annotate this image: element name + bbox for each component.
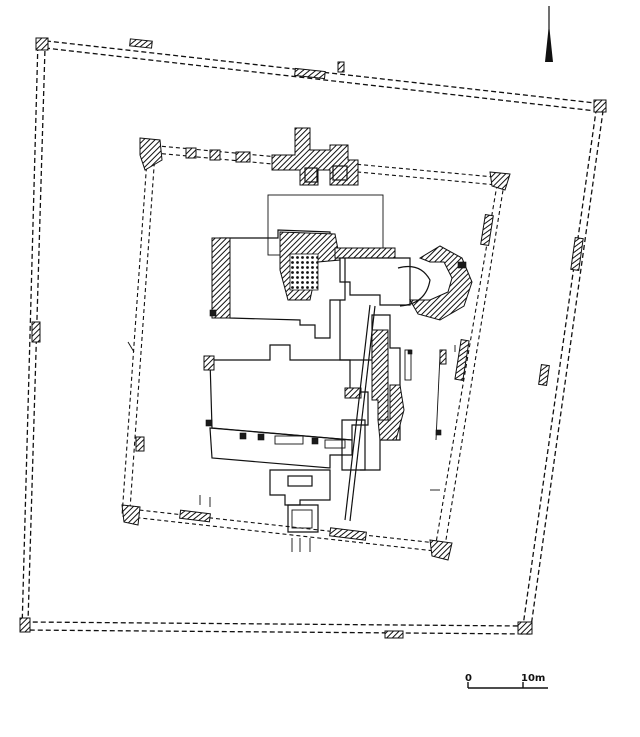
east-side-structures [404, 345, 456, 491]
scale-end-label: 10m [521, 673, 545, 684]
north-arrow-icon [545, 6, 553, 62]
south-gate-structure [269, 469, 331, 552]
inner-enclosure-wall [121, 137, 511, 561]
scale-bar: 0 10m [465, 673, 548, 689]
outer-enclosure-wall [19, 37, 607, 639]
polygonal-apse [397, 245, 473, 321]
main-building-complex [203, 194, 473, 471]
scale-start-label: 0 [465, 673, 472, 684]
interior-fragments [127, 309, 217, 507]
north-gate-structure [271, 127, 359, 186]
diagonal-channel [344, 304, 376, 522]
